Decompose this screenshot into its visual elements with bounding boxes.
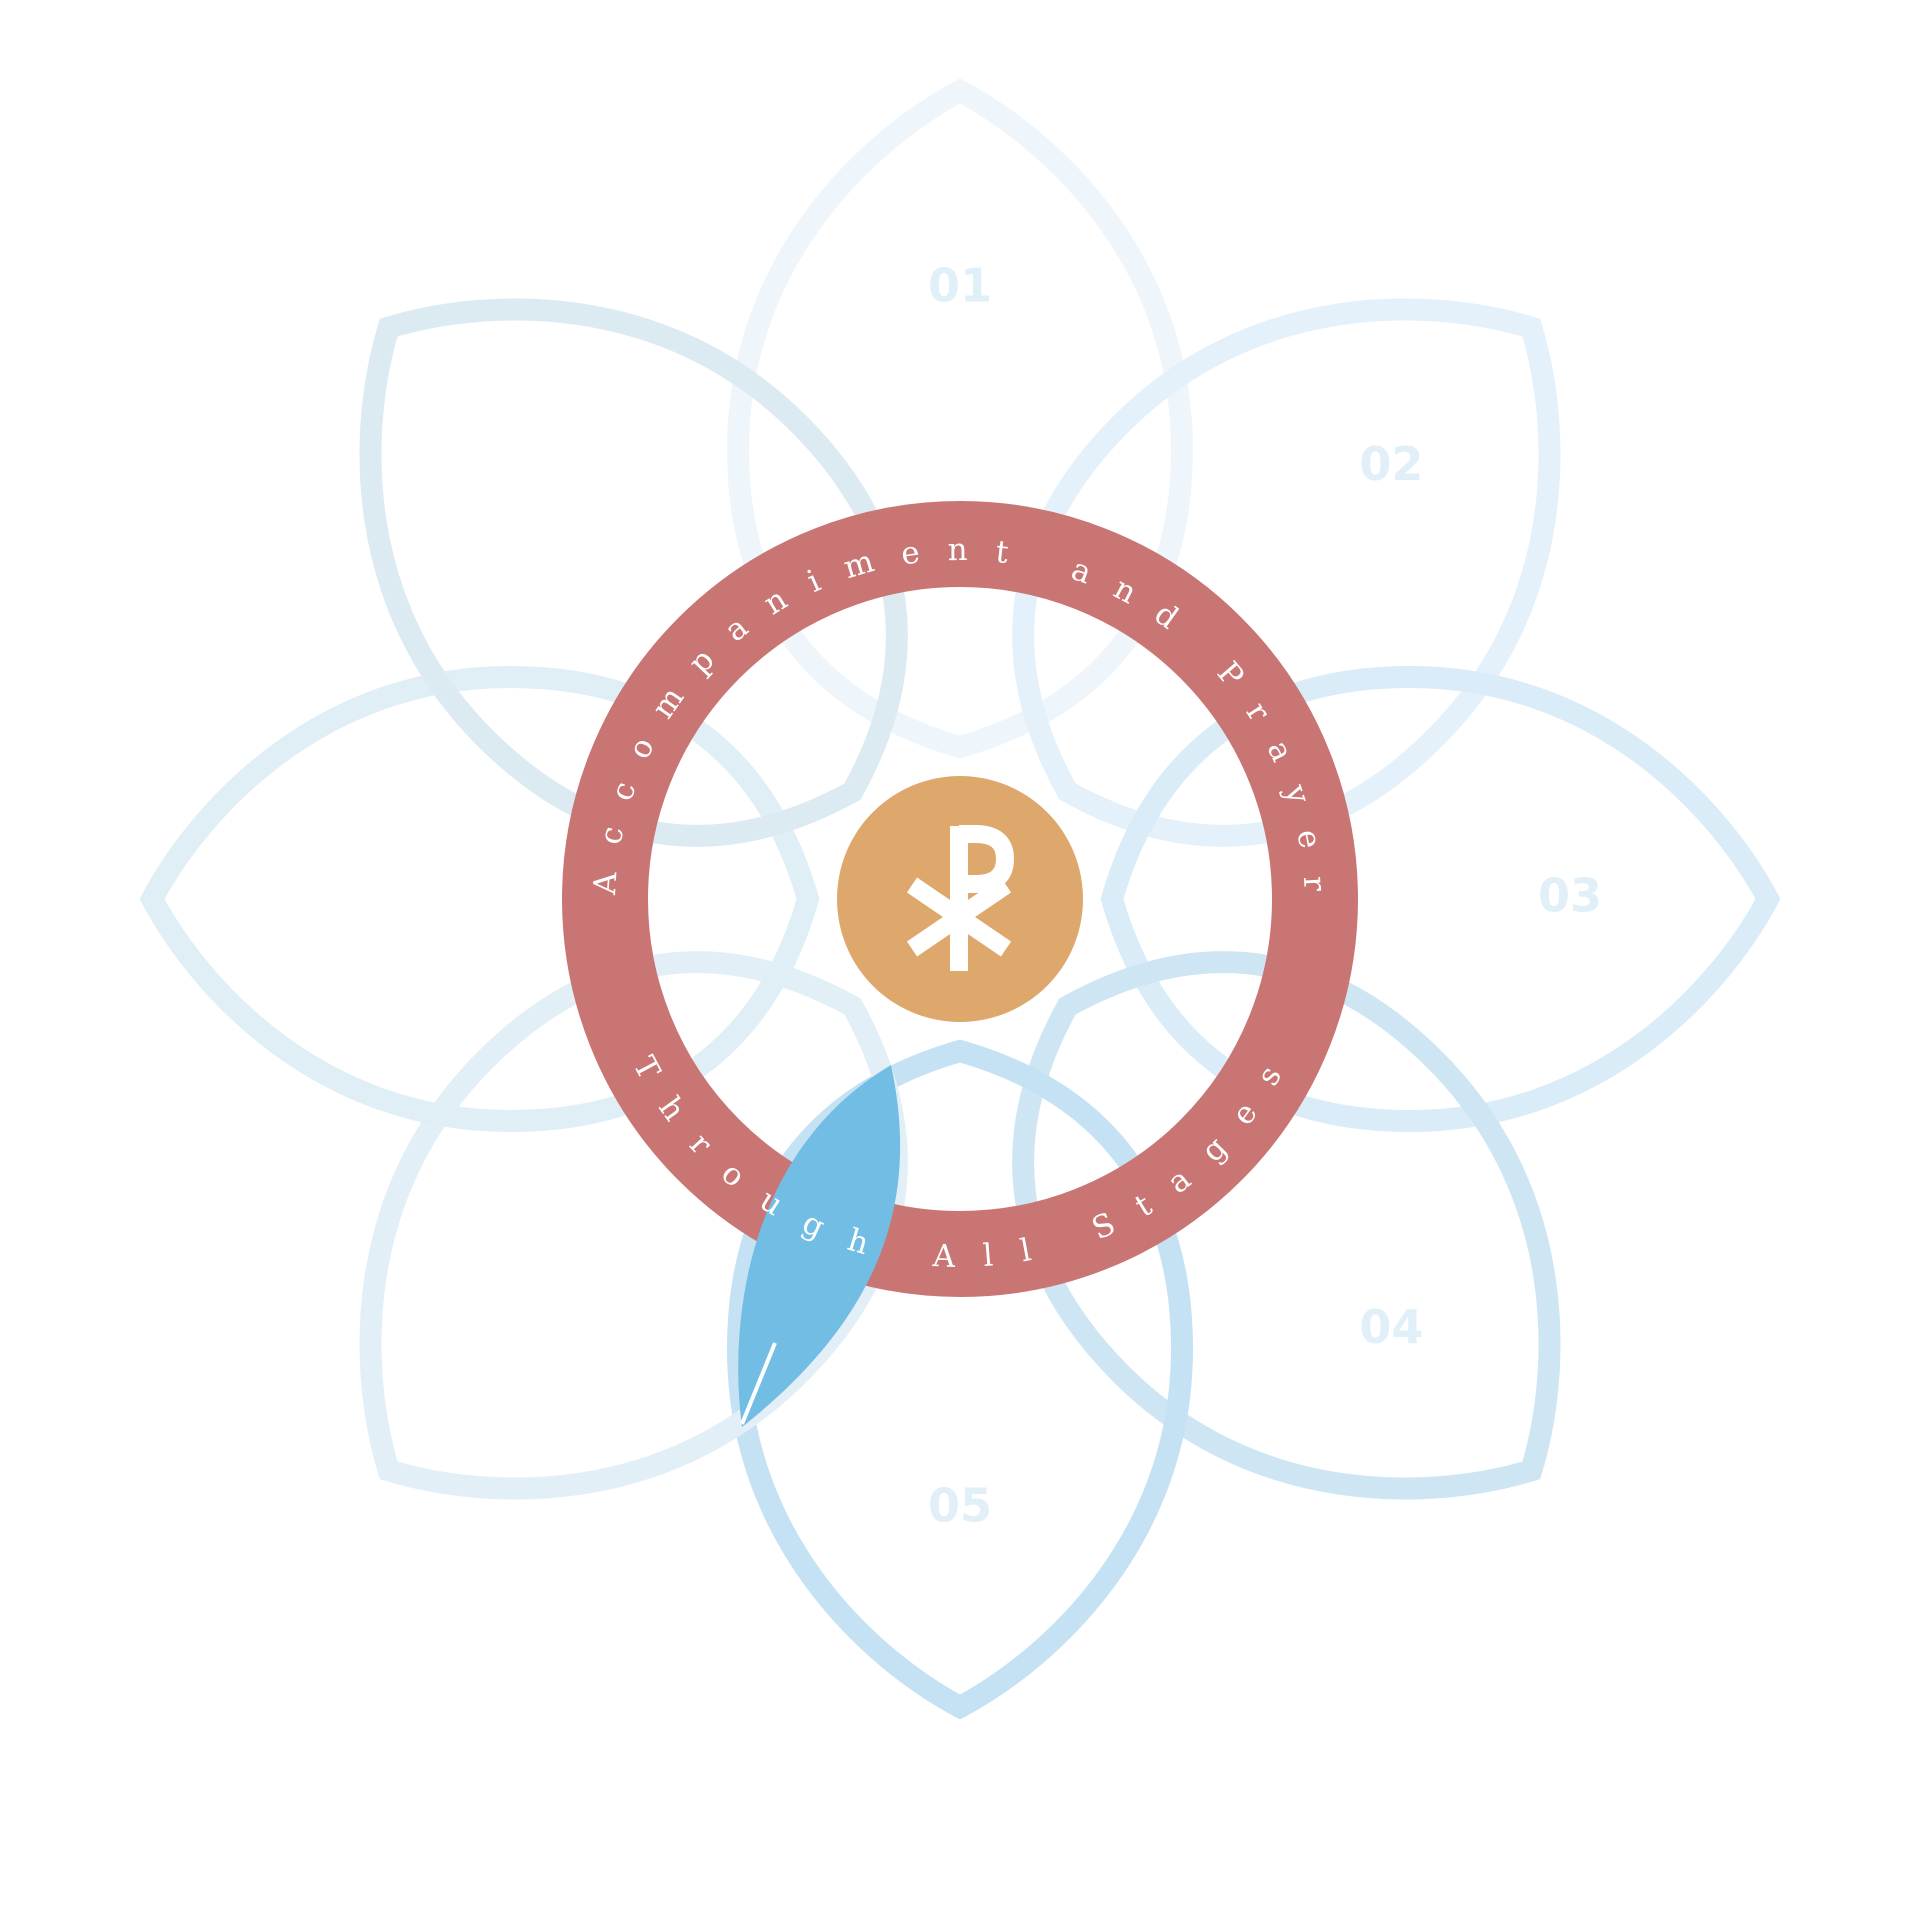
petal-number-05: 05 [928,1479,992,1533]
chi-rho-icon [837,776,1083,1022]
text-ring [562,501,1358,1297]
accent-leaf [738,1065,901,1427]
petal-group: 01 02 03 04 05 [152,91,1768,1707]
petal-number-04: 04 [1359,1300,1423,1354]
leaf-vein [740,1342,777,1425]
petal-number-02: 02 [1359,437,1423,491]
petal-number-03: 03 [1538,869,1602,923]
petal-number-01: 01 [928,259,992,313]
